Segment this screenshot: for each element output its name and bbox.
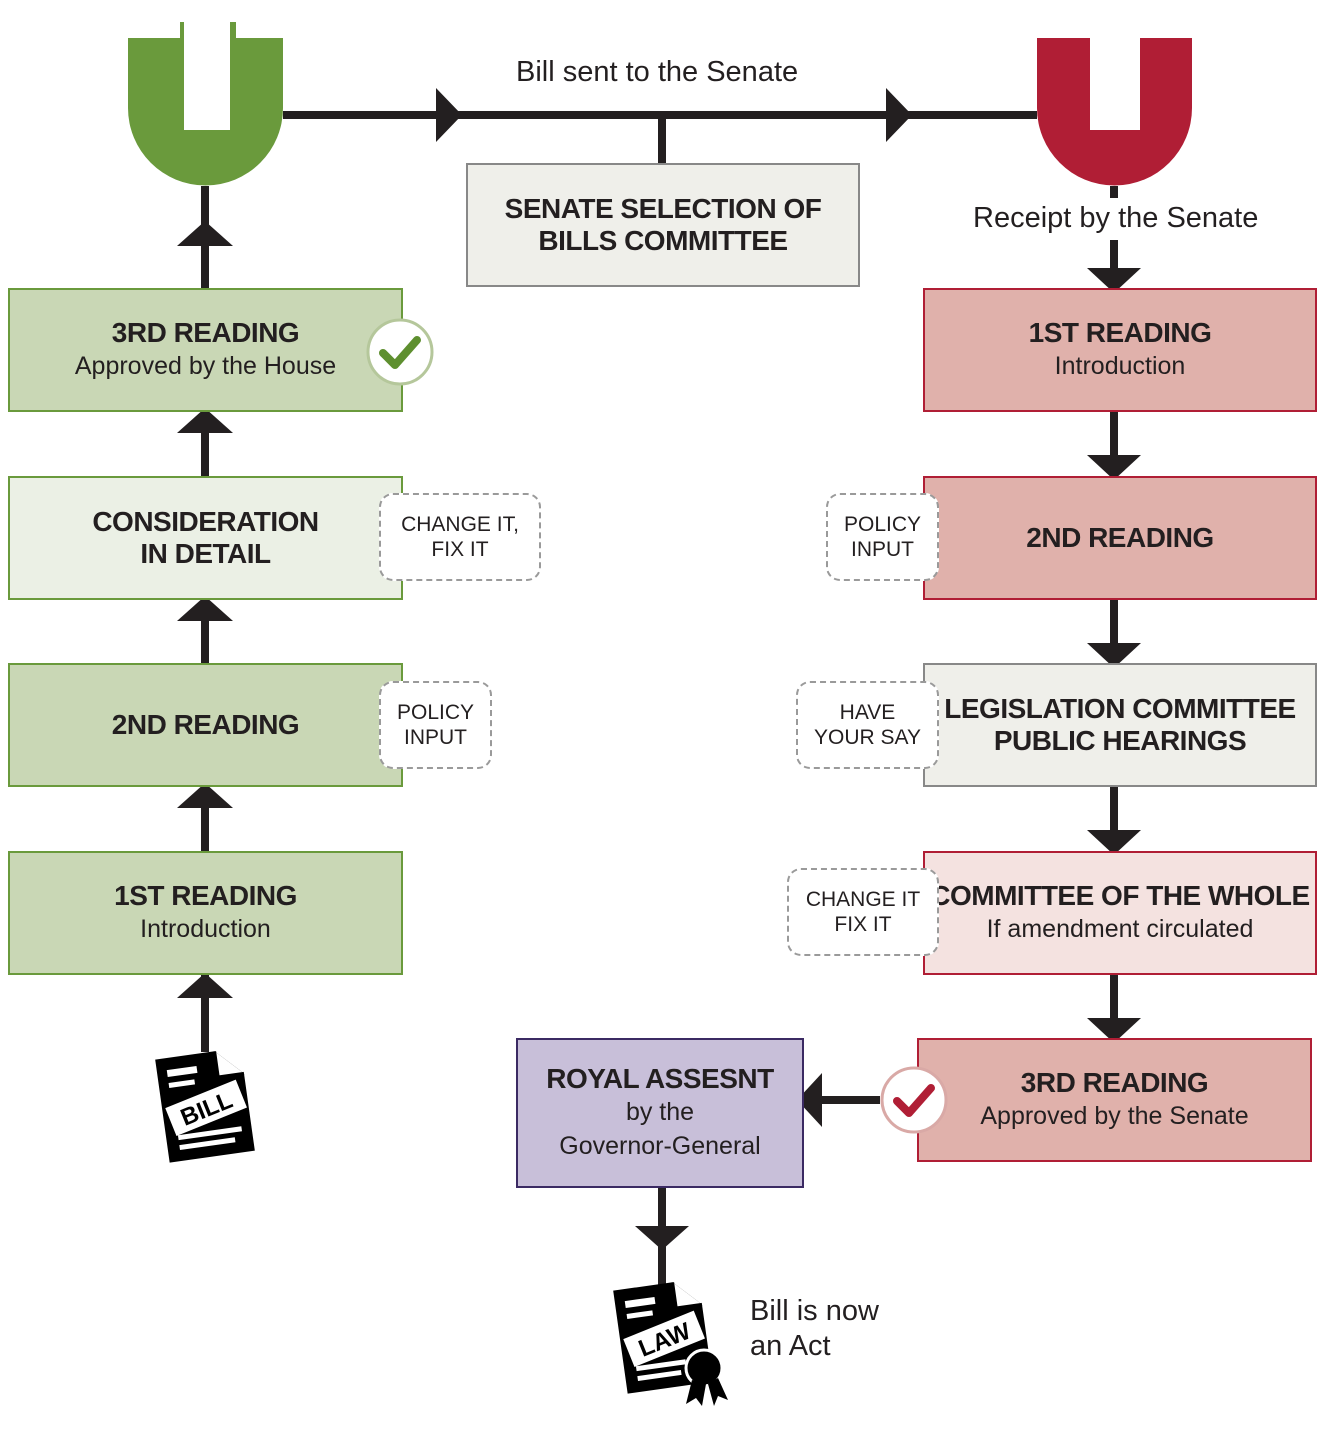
royal-assent-title: ROYAL ASSESNT [546,1063,774,1094]
senate-chamber-icon [1037,38,1192,186]
house-consideration-in-detail-box: CONSIDERATION IN DETAIL [8,476,403,600]
senate-change-it-note: CHANGE IT FIX IT [787,868,939,956]
senate-selection-line1: SENATE SELECTION OF [504,193,822,224]
bill-sent-label: Bill sent to the Senate [516,56,799,88]
check-icon [366,318,434,386]
senate-third-reading-subtitle: Approved by the Senate [980,1102,1249,1130]
house-change-it-note: CHANGE IT, FIX IT [379,493,541,581]
house-first-reading-title: 1ST READING [114,880,297,911]
note-line2: FIX IT [431,538,489,561]
senate-first-reading-box: 1ST READING Introduction [923,288,1317,412]
senate-third-reading-box: 3RD READING Approved by the Senate [917,1038,1312,1162]
senate-first-reading-subtitle: Introduction [1054,352,1186,380]
note-line2: YOUR SAY [814,726,921,749]
bill-document-icon: BILL [155,1051,255,1163]
note-line1: POLICY [843,513,922,536]
senate-selection-line2: BILLS COMMITTEE [538,225,788,256]
royal-assent-line1: by the [625,1098,695,1126]
royal-assent-line2: Governor-General [559,1132,761,1160]
senate-first-reading-title: 1ST READING [1028,317,1212,348]
committee-of-the-whole-title: COMMITTEE OF THE WHOLE [930,880,1310,911]
house-third-reading-title: 3RD READING [111,317,300,348]
committee-of-the-whole-subtitle: If amendment circulated [986,915,1254,943]
house-second-reading-box: 2ND READING [8,663,403,787]
legislation-committee-line2: PUBLIC HEARINGS [993,725,1247,756]
house-second-reading-title: 2ND READING [111,709,300,740]
note-line2: FIX IT [834,913,892,936]
senate-second-reading-box: 2ND READING [923,476,1317,600]
committee-of-the-whole-box: COMMITTEE OF THE WHOLE If amendment circ… [923,851,1317,975]
note-line1: CHANGE IT [805,888,921,911]
consideration-line1: CONSIDERATION [92,506,319,537]
note-line1: POLICY [396,701,475,724]
end-label-line2: an Act [750,1330,831,1362]
legislation-committee-box: LEGISLATION COMMITTEE PUBLIC HEARINGS [923,663,1317,787]
senate-third-reading-title: 3RD READING [1020,1067,1209,1098]
legislation-committee-line1: LEGISLATION COMMITTEE [944,693,1296,724]
arrow-heads [177,88,1141,1250]
note-line2: INPUT [851,538,914,561]
house-third-reading-box: 3RD READING Approved by the House [8,288,403,412]
note-line1: CHANGE IT, [401,513,519,536]
senate-second-reading-title: 2ND READING [1026,522,1214,553]
senate-have-your-say-note: HAVE YOUR SAY [796,681,939,769]
senate-selection-committee-box: SENATE SELECTION OF BILLS COMMITTEE [466,163,860,287]
receipt-label: Receipt by the Senate [973,202,1259,234]
house-first-reading-box: 1ST READING Introduction [8,851,403,975]
end-label: Bill is now an Act [750,1294,879,1364]
check-icon [880,1066,948,1134]
house-policy-input-note: POLICY INPUT [379,681,492,769]
house-chamber-icon [128,22,283,186]
end-label-line1: Bill is now [750,1295,879,1327]
consideration-line2: IN DETAIL [140,538,271,569]
house-third-reading-subtitle: Approved by the House [74,352,337,380]
law-document-icon: LAW [613,1282,728,1406]
senate-policy-input-note: POLICY INPUT [826,493,939,581]
note-line1: HAVE [839,701,896,724]
house-first-reading-subtitle: Introduction [140,915,271,943]
note-line2: INPUT [404,726,467,749]
royal-assent-box: ROYAL ASSESNT by the Governor-General [516,1038,804,1188]
